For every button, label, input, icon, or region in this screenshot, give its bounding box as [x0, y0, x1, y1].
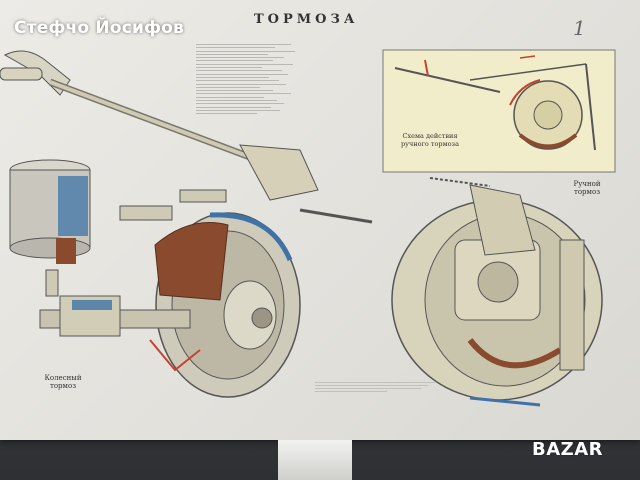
poster-title: ТОРМОЗА — [254, 12, 359, 27]
sheet-number: 1 — [573, 16, 586, 40]
poster-stand — [278, 440, 352, 480]
hand-brake-caption: Ручной тормоз — [573, 180, 601, 196]
scheme-caption: Схема действия ручного тормоза — [401, 132, 459, 148]
wheel-brake — [39, 212, 301, 398]
hand-brake-assembly — [391, 177, 603, 407]
master-cylinder — [9, 159, 91, 297]
bazar-logo: BAZAR — [532, 439, 603, 460]
hand-brake-lever — [0, 50, 373, 224]
brakes-poster: ТОРМОЗА 1 — [0, 0, 640, 440]
technical-illustration — [0, 49, 616, 407]
parts-legend — [196, 44, 306, 124]
scheme-inset — [382, 49, 616, 173]
footnote-text — [315, 382, 435, 394]
wheel-brake-caption: Колесный тормоз — [44, 374, 82, 390]
watermark-text: Стефчо Йосифов — [14, 18, 184, 38]
